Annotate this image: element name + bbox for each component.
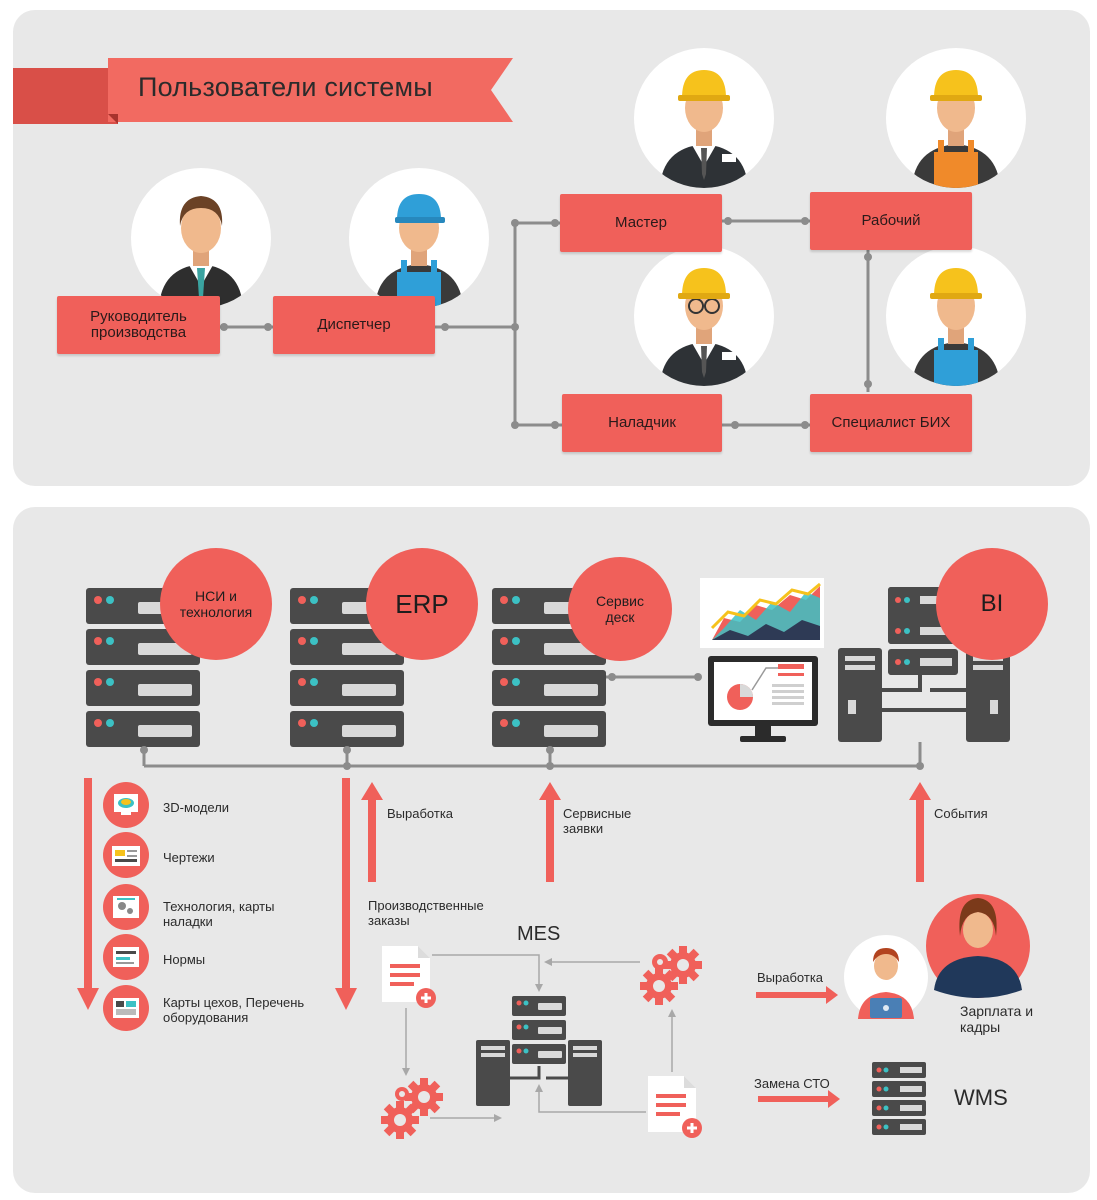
drawing-icon [112, 846, 140, 866]
events-up-arrow [909, 782, 931, 882]
adjuster-glasses-icon [660, 268, 748, 386]
role-specialist: Специалист БИХ [810, 394, 972, 452]
events-label: События [934, 806, 988, 821]
technology-icon [113, 896, 139, 918]
role-head: Руководитель производства [57, 296, 220, 354]
servicedesk-label: Сервис деск [596, 593, 644, 625]
service-requests-label: Сервисные заявки [563, 806, 632, 836]
nsi-item-label-3: Технология, карты наладки [163, 899, 275, 929]
nsi-item-label-4: Нормы [163, 952, 206, 967]
nsi-label: НСИ и технология [179, 588, 253, 620]
adjuster-avatar [634, 246, 774, 386]
master-avatar [634, 48, 774, 188]
nsi-item-label-5: Карты цехов, Перечень оборудования [163, 995, 305, 1025]
analytics-chart-icon [700, 578, 824, 648]
wms-flow-label: Замена СТО [754, 1076, 830, 1091]
result-document-icon [648, 1076, 702, 1138]
hr-worker-avatar [844, 935, 928, 1019]
order-document-icon [382, 946, 436, 1008]
erp-label: ERP [395, 588, 449, 619]
nsi-item-1 [103, 782, 149, 828]
bi-label: BI [980, 590, 1004, 617]
vyrabotka-up-arrow [361, 782, 383, 882]
nsi-down-arrow [77, 778, 99, 1010]
nsi-circle: НСИ и технология [160, 548, 272, 660]
servicedesk-circle: Сервис деск [568, 557, 672, 661]
specialist-helmet-icon [912, 268, 1000, 386]
production-orders-label: Производственные заказы [368, 898, 484, 928]
hr-label: Зарплата и кадры [960, 1003, 1034, 1035]
gears-bottom-left-icon [381, 1078, 443, 1139]
monitor-icon [708, 656, 818, 742]
service-up-arrow [539, 782, 561, 882]
users-connectors [220, 217, 872, 429]
gears-top-right-icon [640, 946, 702, 1005]
nsi-item-3 [103, 884, 149, 930]
role-dispatcher: Диспетчер [273, 296, 435, 354]
hr-woman-avatar [926, 894, 1030, 998]
nsi-item-2 [103, 832, 149, 878]
workshop-map-icon [113, 998, 139, 1018]
vyrabotka-label: Выработка [387, 806, 454, 821]
master-helmet-icon [660, 70, 748, 188]
role-adjuster: Наладчик [562, 394, 722, 452]
erp-down-arrow [335, 778, 357, 1010]
title-ribbon [13, 58, 513, 124]
specialist-avatar [886, 246, 1026, 386]
nsi-item-5 [103, 985, 149, 1031]
mes-label: MES [517, 923, 561, 945]
users-title: Пользователи системы [138, 72, 433, 102]
erp-circle: ERP [366, 548, 478, 660]
bi-circle: BI [936, 548, 1048, 660]
wms-label: WMS [954, 1085, 1008, 1110]
wms-server-icon [872, 1062, 926, 1135]
nsi-item-4 [103, 934, 149, 980]
nsi-item-label-1: 3D-модели [163, 800, 230, 815]
nsi-item-label-2: Чертежи [163, 850, 215, 865]
role-master: Мастер [560, 194, 722, 252]
mes-server-icon [476, 996, 602, 1106]
hr-flow-label: Выработка [757, 970, 824, 985]
norms-icon [113, 947, 139, 967]
3d-model-icon [114, 794, 138, 815]
worker-orange-icon [912, 70, 1000, 188]
worker-avatar [886, 48, 1026, 188]
role-worker: Рабочий [810, 192, 972, 250]
